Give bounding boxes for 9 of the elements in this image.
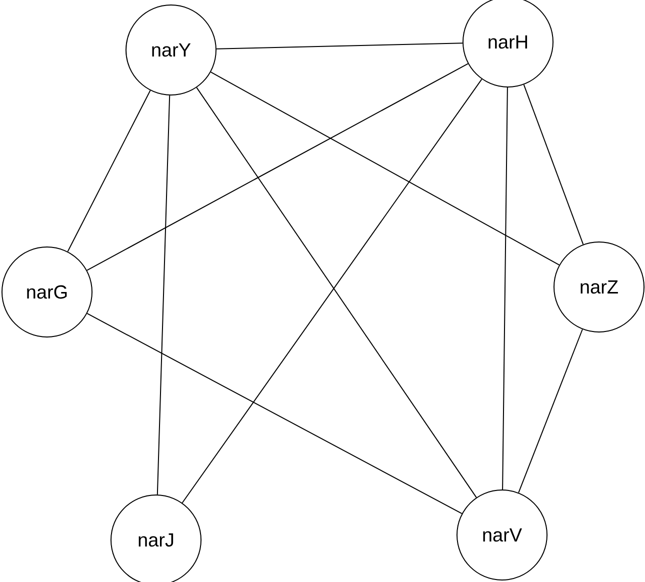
connector-line: [502, 87, 508, 490]
connector-line: [518, 328, 583, 494]
connector-line: [86, 312, 462, 514]
connector-line: [67, 90, 151, 252]
connector-line: [156, 94, 170, 496]
connector-line: [216, 42, 464, 50]
connector-line: [523, 84, 584, 245]
connector-line: [210, 72, 560, 266]
connector-line: [86, 63, 468, 271]
